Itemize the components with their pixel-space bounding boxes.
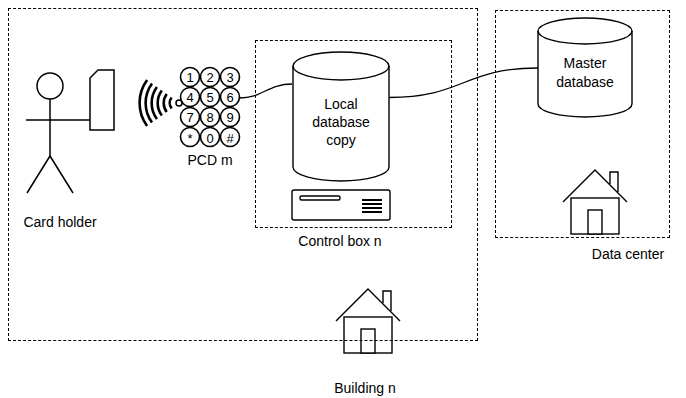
- label-holder: #: [226, 132, 233, 145]
- key-digit: *: [187, 132, 192, 145]
- region-label: Control box n: [298, 232, 381, 250]
- key-digit: 8: [206, 111, 213, 124]
- key-digit: 9: [226, 111, 233, 124]
- label-holder: 9: [226, 111, 233, 124]
- card-icon: [90, 70, 114, 130]
- wireless-waves: [140, 80, 182, 126]
- stick-figure: [26, 73, 92, 193]
- region-label: Building n: [334, 379, 396, 397]
- label-holder: 1: [186, 71, 193, 84]
- label-holder: Building n: [334, 379, 396, 397]
- connector-line: [389, 68, 538, 98]
- database-label: Local database copy: [298, 95, 384, 150]
- text-holder: Local database copy: [298, 95, 384, 150]
- cylinder-body: [293, 52, 389, 181]
- label-holder: Card holder: [23, 215, 96, 229]
- label-holder: 5: [206, 91, 213, 104]
- label-holder: Data center: [592, 245, 664, 263]
- key-digit: 2: [206, 71, 213, 84]
- cylinder-body: [538, 18, 632, 117]
- key-digit: 5: [206, 91, 213, 104]
- data-center-region: Master databaseData center: [495, 10, 670, 238]
- device-label: PCD m: [187, 153, 232, 167]
- cylinder-rim: [538, 31, 632, 44]
- label-holder: PCD m: [187, 153, 232, 167]
- key-digit: 7: [186, 111, 193, 124]
- label-holder: 4: [186, 91, 193, 104]
- label-holder: 0: [206, 132, 213, 145]
- label-holder: 6: [226, 91, 233, 104]
- key-digit: #: [226, 132, 233, 145]
- key-digit: 4: [186, 91, 193, 104]
- text-holder: Master database: [543, 54, 627, 90]
- house-icon: [563, 170, 627, 234]
- label-holder: 8: [206, 111, 213, 124]
- label-holder: *: [187, 132, 192, 145]
- label-holder: Control box n: [298, 232, 381, 250]
- label-holder: 7: [186, 111, 193, 124]
- key-digit: 1: [186, 71, 193, 84]
- keypad-buttons: [181, 68, 240, 147]
- label-holder: 3: [226, 71, 233, 84]
- building-region: Local database copyControl box nBuilding…: [8, 8, 478, 341]
- database-label: Master database: [543, 54, 627, 90]
- connectors: [389, 68, 538, 98]
- database-cylinder: Local database copy: [292, 52, 390, 182]
- server-icon: [292, 190, 390, 220]
- keypad-wire: [240, 84, 292, 98]
- cylinder-rim: [293, 66, 389, 80]
- key-digit: 3: [226, 71, 233, 84]
- house-icon: [336, 289, 400, 353]
- database-cylinder: Master database: [537, 18, 633, 118]
- control-box-region: Local database copyControl box n: [255, 40, 452, 228]
- key-digit: 0: [206, 132, 213, 145]
- region-label: Data center: [592, 245, 664, 263]
- key-digit: 6: [226, 91, 233, 104]
- actor-label: Card holder: [23, 215, 96, 229]
- label-holder: 2: [206, 71, 213, 84]
